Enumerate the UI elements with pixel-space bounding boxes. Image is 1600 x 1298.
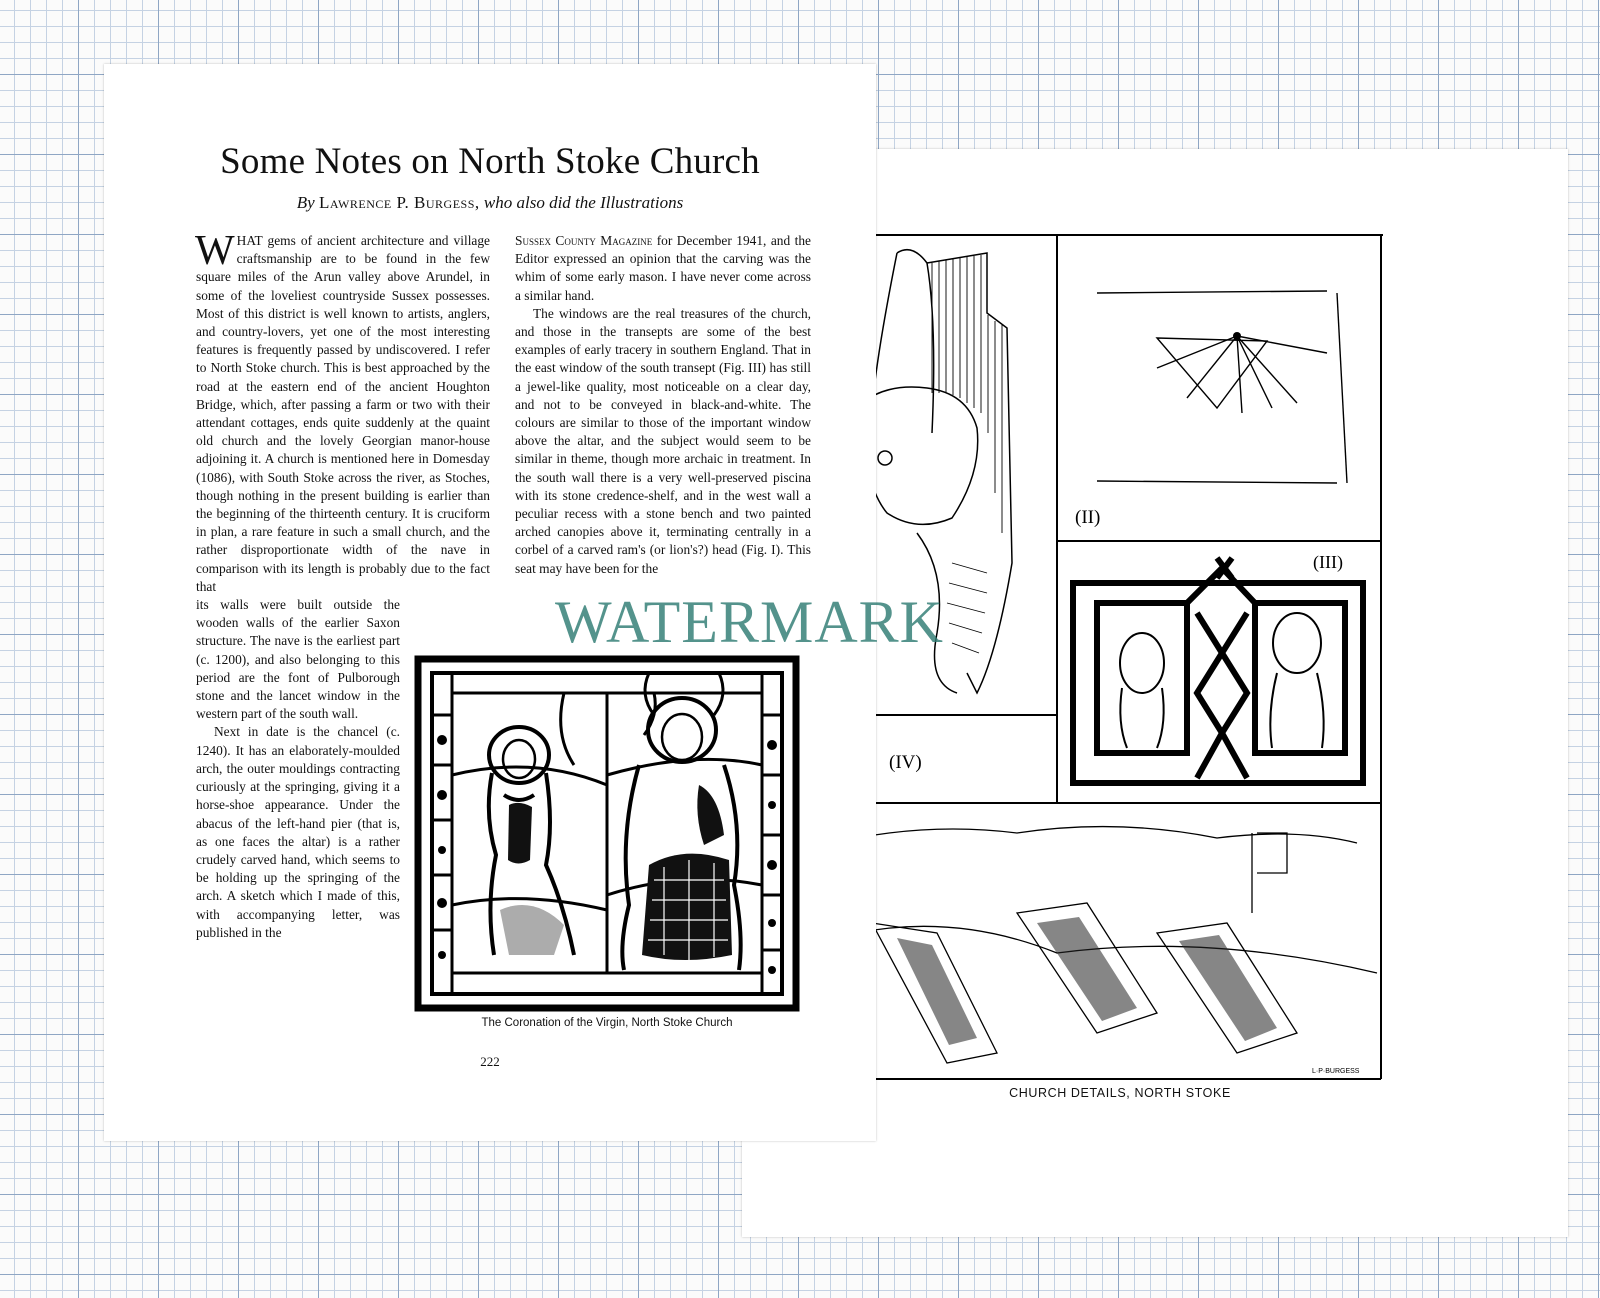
stained-glass-illustration [414,655,800,1012]
plate-caption: CHURCH DETAILS, NORTH STOKE [1009,1086,1231,1100]
paragraph-magazine: Sussex County Magazine for December 1941… [515,232,811,305]
byline-author: Lawrence P. Burgess, [318,193,480,212]
byline-prefix: By [296,193,315,212]
paragraph-magazine-text: for December 1941, and the Editor expres… [515,233,811,303]
corbel-hatching [931,255,1003,654]
paragraph-windows: The windows are the real treasures of th… [515,305,811,576]
article-page: Some Notes on North Stoke Church By Lawr… [104,64,876,1141]
page-number: 222 [480,1054,500,1069]
fig-label-iii: (III) [1313,552,1343,573]
illustration-plate-page: (II) (III) (IV) [742,149,1568,1237]
article-title: Some Notes on North Stoke Church [220,141,760,182]
byline-suffix: who also did the Illustrations [483,193,684,212]
watermark: WATERMARK [555,589,945,655]
text-column-right: Sussex County Magazine for December 1941… [515,232,811,578]
fig-label-ii: (II) [1075,507,1100,528]
article-byline: By Lawrence P. Burgess, who also did the… [104,193,876,213]
sundial-sketch [1096,290,1348,484]
drop-cap: W [195,228,235,274]
magazine-name: Sussex County Magazine [515,233,653,248]
paragraph-intro-continued: its walls were built outside the wooden … [196,597,400,722]
fig-label-iv: (IV) [889,752,922,773]
window-iii-sketch [1070,556,1366,786]
paragraph-intro-text: HAT gems of ancient architecture and vil… [196,233,490,594]
church-details-plate: (II) (III) (IV) [857,234,1383,1080]
graves-sketch [857,825,1378,1064]
paragraph-chancel: Next in date is the chancel (c. 1240). I… [196,724,400,940]
figure-caption: The Coronation of the Virgin, North Stok… [481,1017,733,1029]
artist-signature: L·P·BURGESS [1312,1068,1360,1075]
